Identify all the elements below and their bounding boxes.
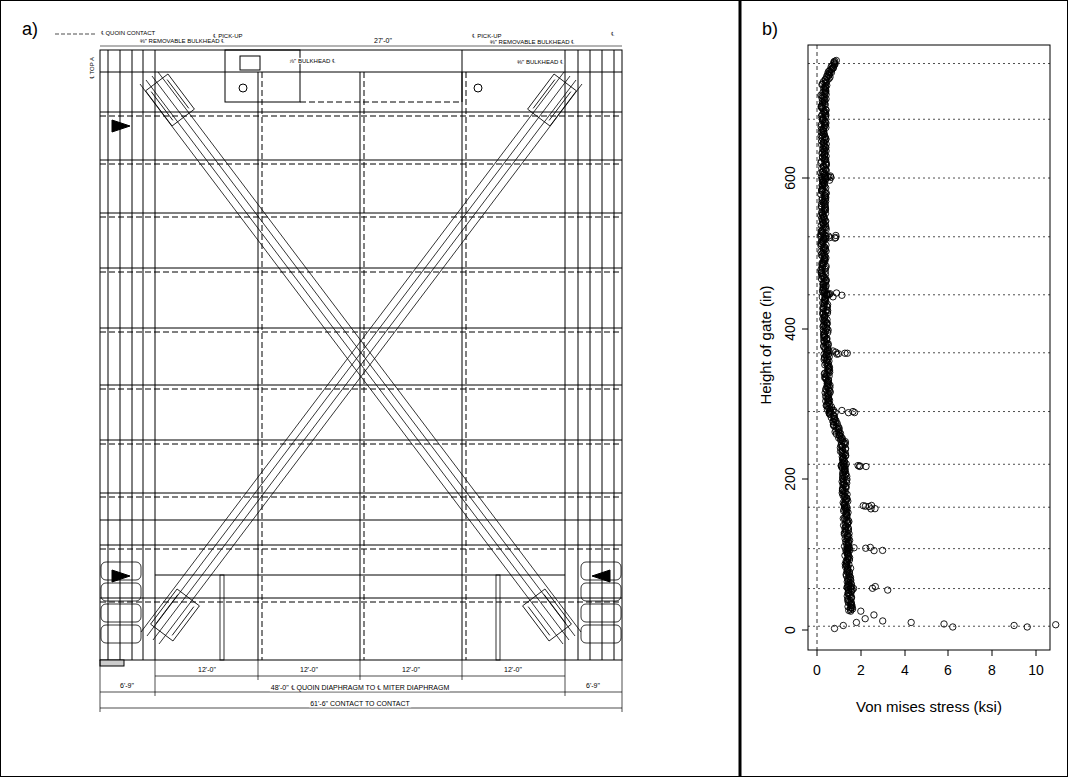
panel-letter: a): [22, 20, 38, 39]
grid-line: [808, 236, 1050, 237]
data-point: [825, 291, 831, 297]
data-point: [844, 505, 850, 511]
dimension: 12'-0": [401, 666, 421, 673]
tick-label: 2: [857, 663, 865, 678]
data-point: [950, 624, 956, 630]
grid-line: [808, 119, 1050, 120]
data-point: [849, 604, 855, 610]
data-point: [826, 173, 832, 179]
dimension: 12'-0": [503, 666, 523, 673]
data-point: [1011, 622, 1017, 628]
data-point: [831, 625, 837, 631]
tick-label: 0: [813, 663, 821, 678]
data-point: [869, 585, 875, 591]
drawing-note: ℄ PICK-UP: [212, 33, 243, 39]
tick-label: 200: [783, 467, 798, 490]
data-point: [867, 544, 873, 550]
grid-line: [808, 626, 1050, 627]
data-point: [851, 409, 857, 415]
data-point: [840, 622, 846, 628]
data-point: [868, 502, 874, 508]
data-point: [839, 407, 845, 413]
data-point: [1024, 624, 1030, 630]
data-point: [843, 461, 849, 467]
data-point: [885, 587, 891, 593]
tick-label: 600: [783, 166, 798, 189]
data-point: [832, 234, 838, 240]
grid-line: [808, 63, 1050, 64]
data-point: [835, 351, 841, 357]
data-point: [830, 407, 836, 413]
data-point: [858, 608, 864, 614]
data-point: [862, 616, 868, 622]
dimension: 12'-0": [299, 666, 319, 673]
data-point: [879, 547, 885, 553]
drawing-note: ℄: [610, 31, 615, 37]
data-point: [871, 612, 877, 618]
data-point: [826, 234, 832, 240]
dimension: 27'-0": [373, 37, 393, 44]
dimension: 48'-0" ℄ QUOIN DIAPHRAGM TO ℄ MITER DIAP…: [270, 684, 450, 691]
data-point: [844, 350, 850, 356]
data-point: [823, 236, 829, 242]
data-point: [1053, 622, 1059, 628]
panel-letter: b): [762, 20, 778, 39]
tick-label: 6: [944, 663, 952, 678]
drawing-note: ℄ QUOIN CONTACT: [100, 30, 157, 36]
drawing-note: ⅜" BULKHEAD ℄: [516, 59, 564, 65]
drawing-note: ⅞" BULKHEAD ℄: [288, 58, 336, 64]
data-point: [833, 57, 839, 63]
dimension: 12'-0": [197, 666, 217, 673]
tick-label: 400: [783, 317, 798, 340]
tick-label: 10: [1028, 663, 1044, 678]
data-point: [848, 584, 854, 590]
data-point: [826, 291, 832, 297]
data-point: [941, 621, 947, 627]
axis-title: Von mises stress (ksi): [856, 699, 1002, 715]
data-point: [839, 292, 845, 298]
dimension: 6'-9": [585, 682, 601, 689]
drawing-note: ℄ TOP A: [89, 56, 95, 80]
data-point: [853, 619, 859, 625]
tick-label: 0: [783, 626, 798, 634]
grid-line: [808, 294, 1050, 295]
data-point: [908, 619, 914, 625]
data-point: [845, 409, 851, 415]
data-point: [880, 618, 886, 624]
grid-line: [808, 178, 1050, 179]
tick-label: 8: [988, 663, 996, 678]
data-point: [863, 545, 869, 551]
tick-label: 4: [901, 663, 909, 678]
data-point: [845, 545, 851, 551]
axis-title: Height of gate (in): [758, 285, 774, 404]
data-point: [855, 462, 861, 468]
drawing-note: ⅜" REMOVABLE BULKHEAD ℄: [489, 39, 575, 45]
dimension: 61'-6" CONTACT TO CONTACT: [309, 700, 411, 707]
dimension: 6'-9": [119, 682, 135, 689]
data-point: [863, 463, 869, 469]
